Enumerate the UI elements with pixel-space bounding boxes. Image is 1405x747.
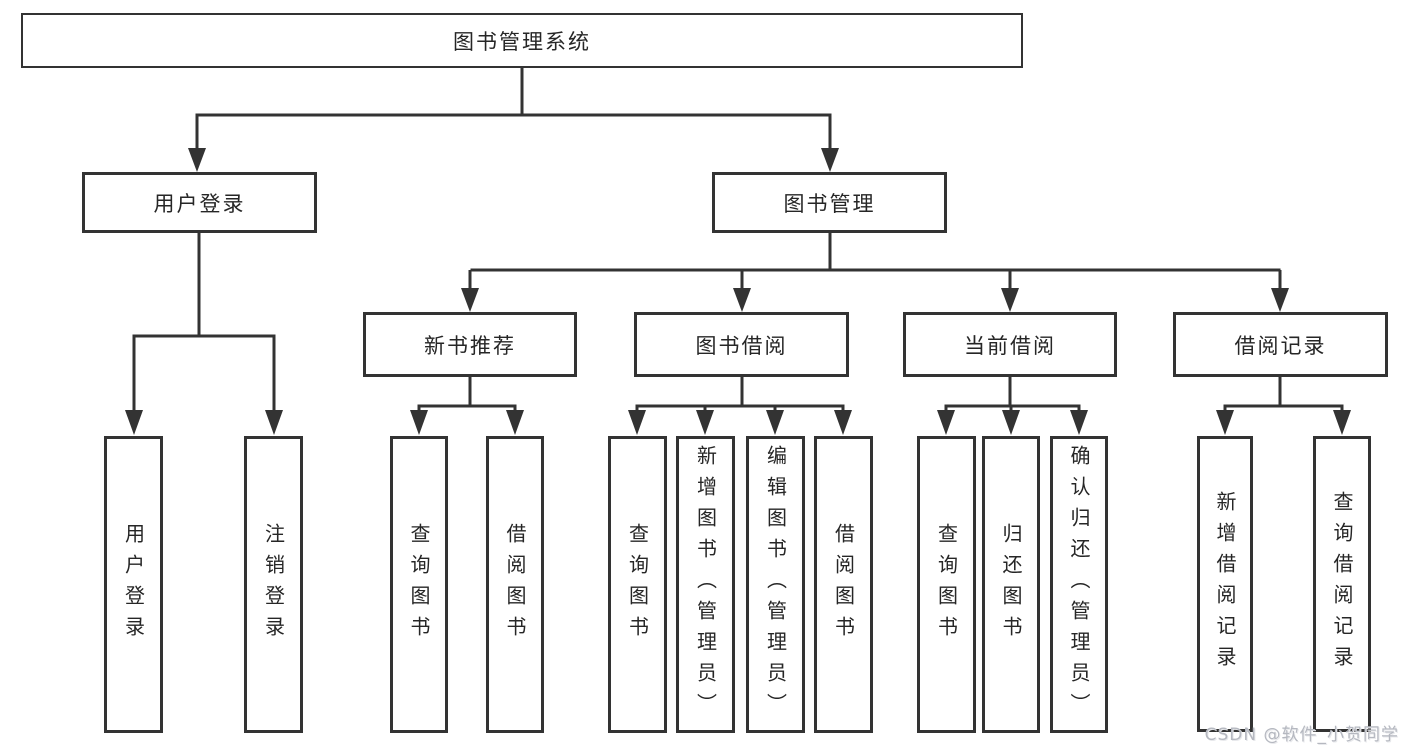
leaf-add-borrow-record-label: 新增借阅记录 <box>1213 491 1237 677</box>
node-user-login: 用户登录 <box>82 172 317 233</box>
arrowheads <box>125 148 1351 435</box>
leaf-query-book-3-label: 查询图书 <box>934 522 959 647</box>
leaf-return-book: 归还图书 <box>982 436 1040 733</box>
leaf-query-book-1-label: 查询图书 <box>407 522 431 647</box>
leaf-logout-label: 注销登录 <box>261 522 286 647</box>
leaf-borrow-book-1-label: 借阅图书 <box>503 522 527 647</box>
node-new-book-recommend: 新书推荐 <box>363 312 577 377</box>
node-book-borrow: 图书借阅 <box>634 312 849 377</box>
node-book-management-label: 图书管理 <box>783 191 876 216</box>
leaf-edit-book: 编辑图书（管理员） <box>746 436 805 733</box>
node-current-borrow: 当前借阅 <box>903 312 1117 377</box>
leaf-query-book-2: 查询图书 <box>608 436 667 733</box>
leaf-add-borrow-record: 新增借阅记录 <box>1197 436 1253 732</box>
leaf-edit-book-label: 编辑图书（管理员） <box>763 445 788 724</box>
connector-lines <box>132 68 1344 413</box>
node-borrow-records: 借阅记录 <box>1173 312 1388 377</box>
node-book-management: 图书管理 <box>712 172 947 233</box>
leaf-confirm-return: 确认归还（管理员） <box>1050 436 1108 733</box>
leaf-query-book-2-label: 查询图书 <box>625 522 650 647</box>
node-book-borrow-label: 图书借阅 <box>695 333 788 358</box>
leaf-confirm-return-label: 确认归还（管理员） <box>1067 445 1091 724</box>
csdn-watermark: CSDN @软件_小贺同学 <box>1204 725 1399 745</box>
leaf-user-login: 用户登录 <box>104 436 163 733</box>
node-current-borrow-label: 当前借阅 <box>964 333 1056 358</box>
node-root-label: 图书管理系统 <box>453 29 591 54</box>
leaf-query-book-3: 查询图书 <box>917 436 976 733</box>
leaf-logout: 注销登录 <box>244 436 303 733</box>
leaf-query-borrow-record-label: 查询借阅记录 <box>1330 491 1354 677</box>
node-borrow-records-label: 借阅记录 <box>1234 333 1327 358</box>
leaf-user-login-label: 用户登录 <box>121 522 146 647</box>
leaf-borrow-book-2: 借阅图书 <box>814 436 873 733</box>
leaf-borrow-book-1: 借阅图书 <box>486 436 544 733</box>
node-root: 图书管理系统 <box>21 13 1023 68</box>
leaf-add-book: 新增图书（管理员） <box>676 436 735 733</box>
leaf-add-book-label: 新增图书（管理员） <box>693 445 718 724</box>
node-user-login-label: 用户登录 <box>153 191 246 216</box>
leaf-query-book-1: 查询图书 <box>390 436 448 733</box>
leaf-return-book-label: 归还图书 <box>999 522 1023 647</box>
leaf-borrow-book-2-label: 借阅图书 <box>831 522 856 647</box>
leaf-query-borrow-record: 查询借阅记录 <box>1313 436 1371 732</box>
node-new-book-recommend-label: 新书推荐 <box>424 333 516 358</box>
